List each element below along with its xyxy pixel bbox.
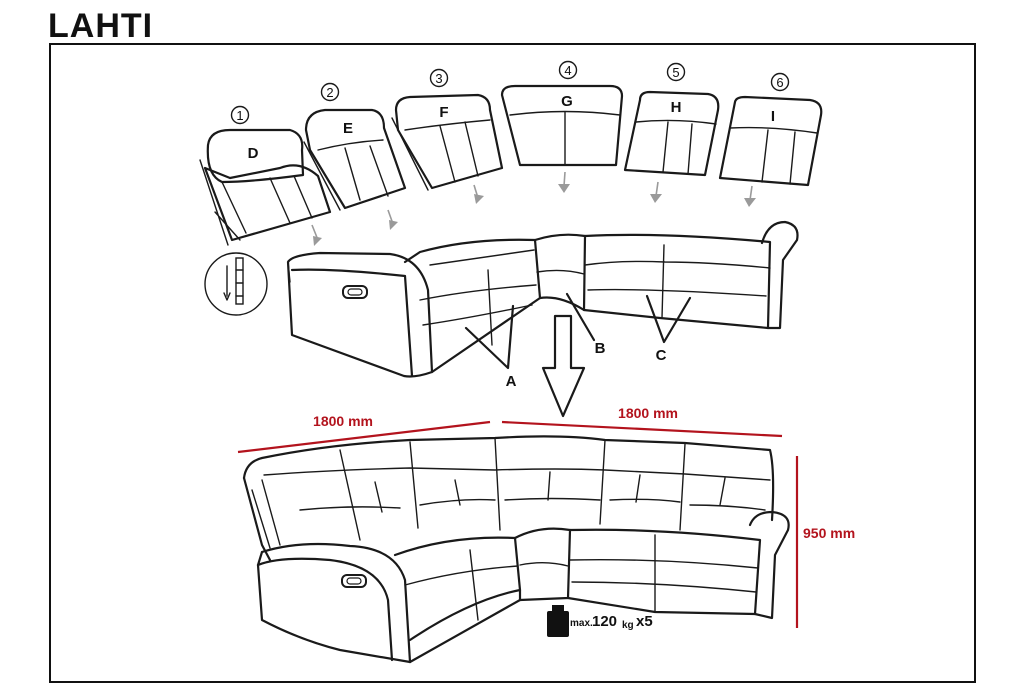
load-value: 120: [592, 613, 617, 630]
module-number-circle: [666, 62, 686, 82]
dimension-right-length: 1800 mm: [618, 405, 678, 421]
module-number-3: 3: [435, 71, 442, 86]
dimension-line-left: [237, 420, 491, 454]
module-back-g: [500, 84, 624, 167]
module-number-5: 5: [672, 65, 679, 80]
weight-icon: [547, 605, 569, 637]
module-number-circle: [558, 60, 578, 80]
module-back-d: [199, 128, 332, 246]
dimension-line-right: [501, 420, 783, 438]
callout-c: C: [656, 347, 667, 364]
load-multiplier: x5: [636, 613, 653, 630]
module-number-circle: [770, 72, 790, 92]
callout-lines: [464, 292, 692, 370]
module-letter-f: F: [439, 104, 448, 121]
module-back-e: [303, 108, 407, 211]
module-number-2: 2: [326, 85, 333, 100]
product-title: LAHTI: [48, 7, 154, 45]
assembled-sofa: [242, 435, 790, 664]
module-letter-h: H: [671, 99, 682, 116]
module-number-circle: [320, 82, 340, 102]
module-letter-d: D: [248, 145, 259, 162]
module-back-h: [623, 90, 720, 177]
module-number-circle: [429, 68, 449, 88]
module-number-1: 1: [236, 108, 243, 123]
module-letter-i: I: [771, 108, 775, 125]
callout-b: B: [595, 340, 606, 357]
module-back-i: [718, 95, 823, 187]
module-letter-e: E: [343, 120, 353, 137]
assembly-arrow-icon: [541, 314, 586, 418]
dimension-left-length: 1800 mm: [313, 413, 373, 429]
load-prefix: max.: [570, 618, 593, 629]
module-number-circle: [230, 105, 250, 125]
attach-arrows: [311, 171, 756, 246]
module-letter-g: G: [561, 93, 573, 110]
assembly-diagram: 1 D 2 E 3 F 4 G 5 H 6 I: [199, 60, 855, 664]
callout-a: A: [506, 373, 517, 390]
base-sofa: [286, 220, 799, 378]
load-unit: kg: [622, 620, 634, 631]
module-number-4: 4: [564, 63, 571, 78]
bracket-detail-icon: [204, 252, 268, 316]
dimension-depth: 950 mm: [803, 525, 855, 541]
module-back-f: [391, 93, 504, 191]
module-number-6: 6: [776, 75, 783, 90]
